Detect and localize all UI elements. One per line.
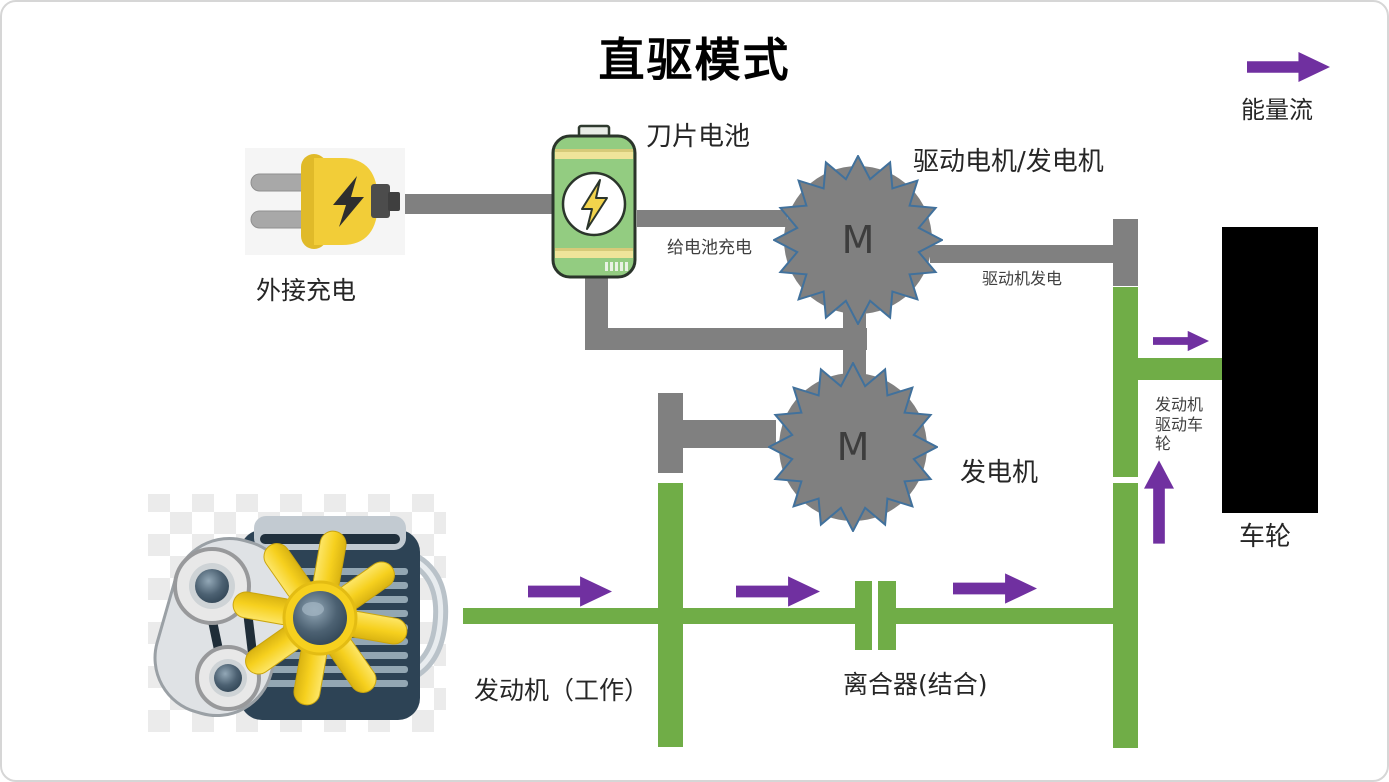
drive-motor-label: 驱动电机/发电机 xyxy=(913,147,1104,177)
wheel-block xyxy=(1222,227,1318,513)
charge-battery-flow-label: 给电池充电 xyxy=(667,238,752,258)
clutch-gap xyxy=(872,581,878,650)
legend-energy-arrow-icon xyxy=(1247,52,1330,82)
drive-motor-symbol: M xyxy=(841,218,875,262)
engine-label: 发动机（工作） xyxy=(474,676,650,705)
electric-stub-generator-vertical xyxy=(658,393,683,473)
power-plug-icon xyxy=(245,148,405,255)
generator-symbol: M xyxy=(836,425,870,469)
engine-drives-wheel-flow-label: 发动机驱动车轮 xyxy=(1155,395,1204,454)
electric-line-plug-to-battery xyxy=(398,194,556,214)
energy-arrow-to-clutch-icon xyxy=(736,576,820,607)
external-charging-label: 外接充电 xyxy=(256,276,357,305)
mech-line-engine-shaft xyxy=(463,608,1138,624)
legend-label: 能量流 xyxy=(1241,96,1313,124)
energy-arrow-to-wheel-icon xyxy=(1153,326,1209,356)
electric-line-battery-horizontal xyxy=(585,328,867,350)
clutch-plate-right xyxy=(878,581,896,650)
energy-arrow-up-icon xyxy=(1144,458,1174,546)
clutch-label: 离合器(结合) xyxy=(843,670,988,699)
mech-line-to-wheel xyxy=(1113,358,1223,380)
energy-arrow-engine-icon xyxy=(528,576,612,607)
generator-label: 发电机 xyxy=(960,458,1039,488)
drive-motor-gear-icon: M xyxy=(773,155,943,325)
mech-line-right-vertical-upper xyxy=(1113,287,1138,477)
electric-line-motor-to-right xyxy=(930,245,1115,263)
electric-line-right-vertical xyxy=(1113,219,1138,286)
energy-arrow-after-clutch-icon xyxy=(953,573,1037,604)
engine-icon xyxy=(148,490,450,738)
page-title: 直驱模式 xyxy=(598,33,791,87)
wheel-label: 车轮 xyxy=(1239,522,1292,552)
clutch-plate-left xyxy=(855,581,872,650)
generator-gear-icon: M xyxy=(768,362,938,532)
electric-line-battery-down xyxy=(585,276,608,338)
electric-line-battery-to-motor xyxy=(637,210,787,227)
battery-label: 刀片电池 xyxy=(646,122,751,152)
motor-generating-flow-label: 驱动机发电 xyxy=(982,269,1063,288)
electric-stub-generator-horizontal xyxy=(681,420,776,448)
battery-icon xyxy=(549,124,639,280)
